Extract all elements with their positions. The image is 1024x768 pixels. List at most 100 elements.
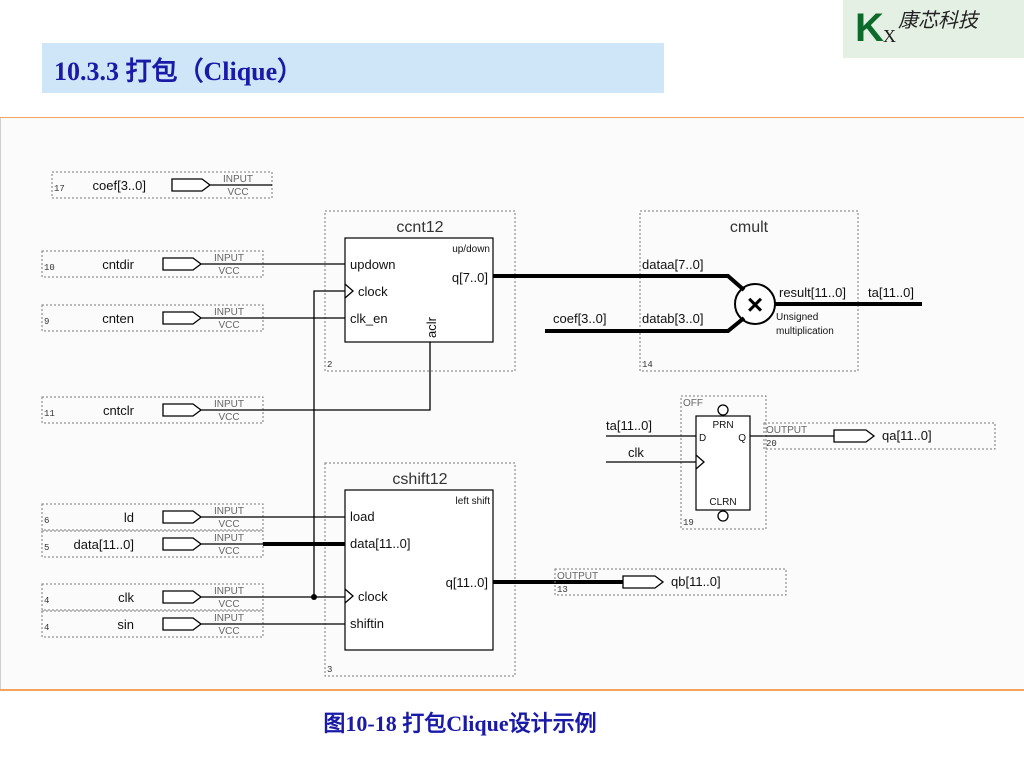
ccnt12-box [344,237,494,343]
input-pin-symbol [162,403,203,417]
input-pin-vcc: VCC [218,320,239,331]
dff-clk-input: clk [628,445,644,460]
output-pin-type: OUTPUT [557,571,598,582]
cshift12-port-q: q[11..0] [446,575,488,590]
input-pin: 10 cntdir INPUT VCC [41,250,264,278]
input-pin-type: INPUT [214,399,244,410]
input-pin-vcc: VCC [218,546,239,557]
input-pin: 9 cnten INPUT VCC [41,304,264,332]
cmult-desc-multiplication: multiplication [776,326,834,337]
wire-clock-ccnt [313,290,345,597]
input-pin-name: sin [117,617,134,632]
input-pin-type: INPUT [214,307,244,318]
logo-company-name: 康芯科技 [898,10,978,32]
cmult-ta-output: ta[11..0] [868,285,914,300]
cmult-port-datab: datab[3..0] [642,311,703,326]
input-pin-vcc: VCC [227,187,248,198]
cmult-title: cmult [730,219,769,236]
input-pin-vcc: VCC [218,626,239,637]
output-pin-type: OUTPUT [766,425,807,436]
input-pin-name: cnten [102,311,134,326]
dff-clrn-label: CLRN [709,497,736,508]
input-pin-symbol [162,617,203,631]
ccnt12-port-clken: clk_en [350,311,388,326]
section-title: 10.3.3 打包（Clique） [54,57,304,86]
logo-x-letter: X [883,26,896,46]
ccnt12-block: ccnt12 up/down updown clock clk_en q[7..… [324,210,516,372]
dff-prn-bubble [717,404,729,416]
output-pin-outline [763,422,996,450]
input-pin-type: INPUT [214,533,244,544]
bottom-divider [0,689,1024,691]
input-pin-number: 11 [44,409,55,419]
ccnt12-clock-triangle [344,283,354,299]
input-pin-number: 17 [54,184,65,194]
ccnt12-title: ccnt12 [396,219,443,236]
dff-clrn-bubble [717,510,729,522]
dff-number: 19 [683,518,694,528]
input-pin-type: INPUT [223,174,253,185]
input-pin-type: INPUT [214,253,244,264]
cshift12-mode: left shift [456,496,491,507]
figure-caption: 图10-18 打包Clique设计示例 [323,711,597,736]
dff-off-label: OFF [683,398,703,409]
wires [263,263,922,625]
cshift12-outline [324,462,516,677]
input-pin-number: 4 [44,596,49,606]
cshift12-port-clock: clock [358,589,388,604]
company-logo: K X 康芯科技 [843,0,1024,58]
input-pin-number: 9 [44,317,49,327]
cshift12-port-load: load [350,509,375,524]
input-pin-name: ld [124,510,134,525]
input-pin-number: 4 [44,623,49,633]
cmult-port-dataa: dataa[7..0] [642,257,703,272]
input-pin-number: 6 [44,516,49,526]
input-pin-name: coef[3..0] [93,178,146,193]
ccnt12-port-aclr: aclr [424,316,439,338]
ccnt12-port-updown: updown [350,257,396,272]
input-pin-symbol [162,590,203,604]
output-pin-symbol [833,429,876,443]
input-pin-symbol [162,510,203,524]
dff-q-label: Q [738,433,746,444]
section-title-bar: 10.3.3 打包（Clique） [42,43,664,93]
cshift12-number: 3 [327,665,332,675]
bus-ccnt-q-to-dataa [493,274,746,292]
input-pin-vcc: VCC [218,266,239,277]
input-pin-vcc: VCC [218,412,239,423]
input-pin-symbol [162,311,203,325]
dff-prn-label: PRN [712,420,733,431]
logo-k-letter: K [855,6,884,50]
cmult-desc-unsigned: Unsigned [776,312,818,323]
input-pin-name: cntdir [102,257,134,272]
cshift12-title: cshift12 [392,471,447,488]
dff-ta-input: ta[11..0] [606,418,652,433]
ccnt12-mode: up/down [452,244,490,255]
input-pin-symbol [162,537,203,551]
output-pin-number: 20 [766,439,777,449]
dff-d-label: D [699,433,706,444]
output-pin-symbol [622,575,665,589]
wire-cntclr [263,342,431,411]
cmult-number: 14 [642,360,653,370]
input-pin-name: cntclr [103,403,135,418]
bus-coef-to-datab [545,316,746,333]
input-pin-vcc: VCC [218,599,239,610]
input-pin-name: clk [118,590,134,605]
cmult-port-result: result[11..0] [779,285,846,300]
input-pin: 17 coef[3..0] INPUT VCC [51,171,273,199]
ccnt12-port-clock: clock [358,284,388,299]
input-pin-number: 10 [44,263,55,273]
input-pin-type: INPUT [214,506,244,517]
ccnt12-number: 2 [327,360,332,370]
clock-junction-dot [311,594,317,600]
dff-box [695,415,751,511]
